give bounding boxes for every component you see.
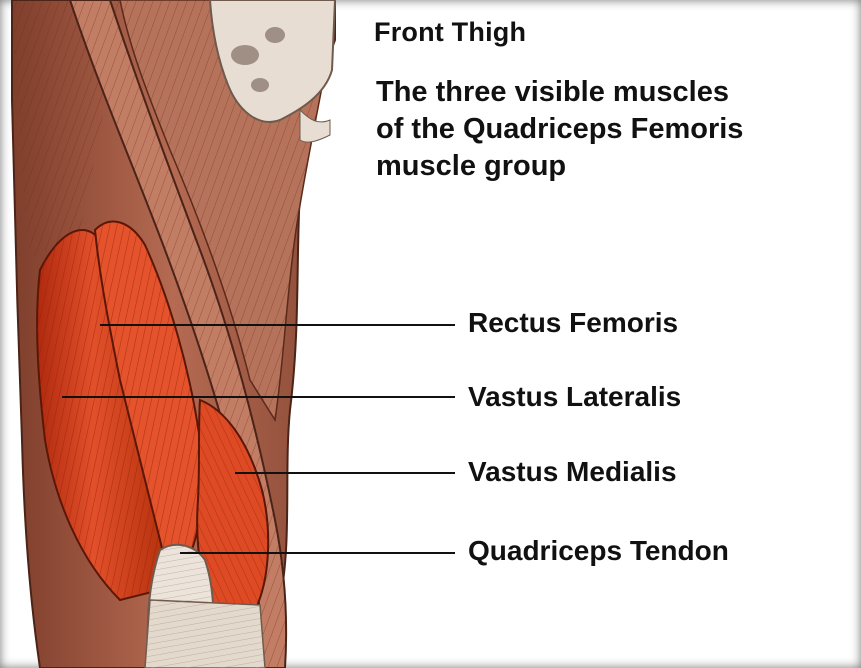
description-line: of the Quadriceps Femoris	[376, 111, 846, 148]
label-quadriceps-tendon: Quadriceps Tendon	[468, 535, 729, 567]
label-vastus-lateralis: Vastus Lateralis	[468, 381, 681, 413]
description-line: The three visible muscles	[376, 74, 846, 111]
description-line: muscle group	[376, 148, 846, 185]
label-vastus-medialis: Vastus Medialis	[468, 456, 677, 488]
diagram-title: Front Thigh	[374, 17, 526, 48]
label-rectus-femoris: Rectus Femoris	[468, 307, 678, 339]
diagram-description: The three visible muscles of the Quadric…	[376, 74, 846, 185]
